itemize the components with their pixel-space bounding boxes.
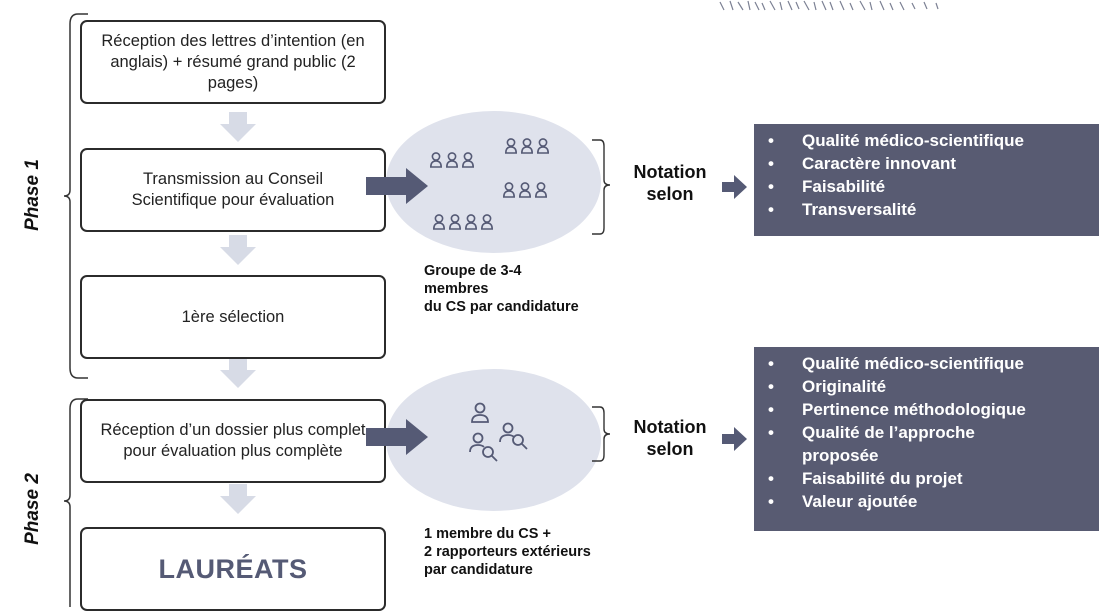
criteria-item: • Faisabilité: [764, 175, 1091, 198]
phase1-notation-line2: selon: [646, 184, 694, 204]
step-laureats-text: LAURÉATS: [158, 553, 308, 584]
criteria-text: Faisabilité du projet: [802, 469, 963, 488]
phase1-bracket: [63, 13, 88, 379]
phase1-notation-line1: Notation: [633, 162, 707, 182]
phase1-group-note-line2: membres: [424, 281, 489, 297]
phase2-group-note-line3: par candidature: [424, 562, 533, 578]
phase2-group-note: 1 membre du CS + 2 rapporteurs extérieur…: [424, 525, 591, 579]
bullet-icon: •: [768, 377, 774, 396]
criteria-item: • Transversalité: [764, 198, 1091, 221]
arrow-to-criteria-1: [722, 175, 747, 199]
criteria-item: • Pertinence méthodologique: [764, 398, 1091, 421]
criteria-item: • Faisabilité du projet: [764, 467, 1091, 490]
phase2-notation-label: Notation selon: [618, 416, 722, 460]
criteria-text: Qualité médico-scientifique: [802, 131, 1024, 150]
criteria-text: Transversalité: [802, 200, 917, 219]
phase2-notation-line1: Notation: [633, 417, 707, 437]
criteria-text: Qualité médico-scientifique: [802, 354, 1024, 373]
criteria-item: • Valeur ajoutée: [764, 490, 1091, 513]
step-reception-dossier: Réception d’un dossier plus complet pour…: [80, 399, 386, 483]
phase1-notation-label: Notation selon: [618, 161, 722, 205]
phase2-label: Phase 2: [22, 473, 43, 545]
phase1-label: Phase 1: [22, 159, 43, 231]
phase2-criteria-panel: • Qualité médico-scientifique • Originalit…: [754, 347, 1099, 531]
phase1-group-note: Groupe de 3-4 membres du CS par candidat…: [424, 262, 579, 316]
arrow-to-group-2: [366, 419, 428, 455]
arrow-to-criteria-2: [722, 427, 747, 451]
phase1-criteria-panel: • Qualité médico-scientifique • Caractère …: [754, 124, 1099, 236]
step-premiere-selection: 1ère sélection: [80, 275, 386, 359]
bullet-icon: •: [768, 131, 774, 150]
phase1-notation-bracket: [592, 139, 611, 235]
decorative-hatching: [719, 0, 939, 11]
step-premiere-selection-text: 1ère sélection: [181, 307, 285, 326]
phase2-criteria-list: • Qualité médico-scientifique • Originalit…: [764, 352, 1091, 513]
criteria-text: Originalité: [802, 377, 887, 396]
phase1-group-note-line3: du CS par candidature: [424, 299, 579, 315]
criteria-text: Pertinence méthodologique: [802, 400, 1026, 419]
step-reception-lettres: Réception des lettres d’intention (en an…: [80, 20, 386, 104]
person-search-icon: [469, 402, 528, 462]
bullet-icon: •: [768, 200, 774, 219]
people-group-icon: [429, 138, 550, 230]
phase2-group-note-line1: 1 membre du CS +: [424, 526, 551, 542]
step-laureats: LAURÉATS: [80, 527, 386, 611]
phase1-criteria-list: • Qualité médico-scientifique • Caractère …: [764, 129, 1091, 221]
bullet-icon: •: [768, 469, 774, 488]
bullet-icon: •: [768, 354, 774, 373]
phase1-group-note-line1: Groupe de 3-4: [424, 263, 522, 279]
down-arrows: [220, 112, 256, 514]
step-reception-dossier-text: Réception d’un dossier plus complet pour…: [100, 421, 366, 460]
criteria-text: Caractère innovant: [802, 154, 956, 173]
criteria-item: • Qualité médico-scientifique: [764, 129, 1091, 152]
step-transmission-cs: Transmission au Conseil Scientifique pou…: [80, 148, 386, 232]
phase2-bracket: [63, 398, 88, 607]
phase2-notation-bracket: [592, 406, 611, 462]
criteria-item: • Originalité: [764, 375, 1091, 398]
step-transmission-cs-text: Transmission au Conseil Scientifique pou…: [131, 170, 335, 209]
bullet-icon: •: [768, 154, 774, 173]
bullet-icon: •: [768, 423, 774, 442]
phase2-group-note-line2: 2 rapporteurs extérieurs: [424, 544, 591, 560]
criteria-item: • Qualité de l’approche proposée: [764, 421, 1091, 467]
step-reception-lettres-text: Réception des lettres d’intention (en an…: [101, 31, 365, 92]
bullet-icon: •: [768, 400, 774, 419]
criteria-text: Valeur ajoutée: [802, 492, 918, 511]
criteria-text: Qualité de l’approche proposée: [802, 423, 975, 465]
criteria-item: • Caractère innovant: [764, 152, 1091, 175]
bullet-icon: •: [768, 492, 774, 511]
criteria-item: • Qualité médico-scientifique: [764, 352, 1091, 375]
phase2-notation-line2: selon: [646, 439, 694, 459]
arrow-to-group-1: [366, 168, 428, 204]
criteria-text: Faisabilité: [802, 177, 886, 196]
bullet-icon: •: [768, 177, 774, 196]
